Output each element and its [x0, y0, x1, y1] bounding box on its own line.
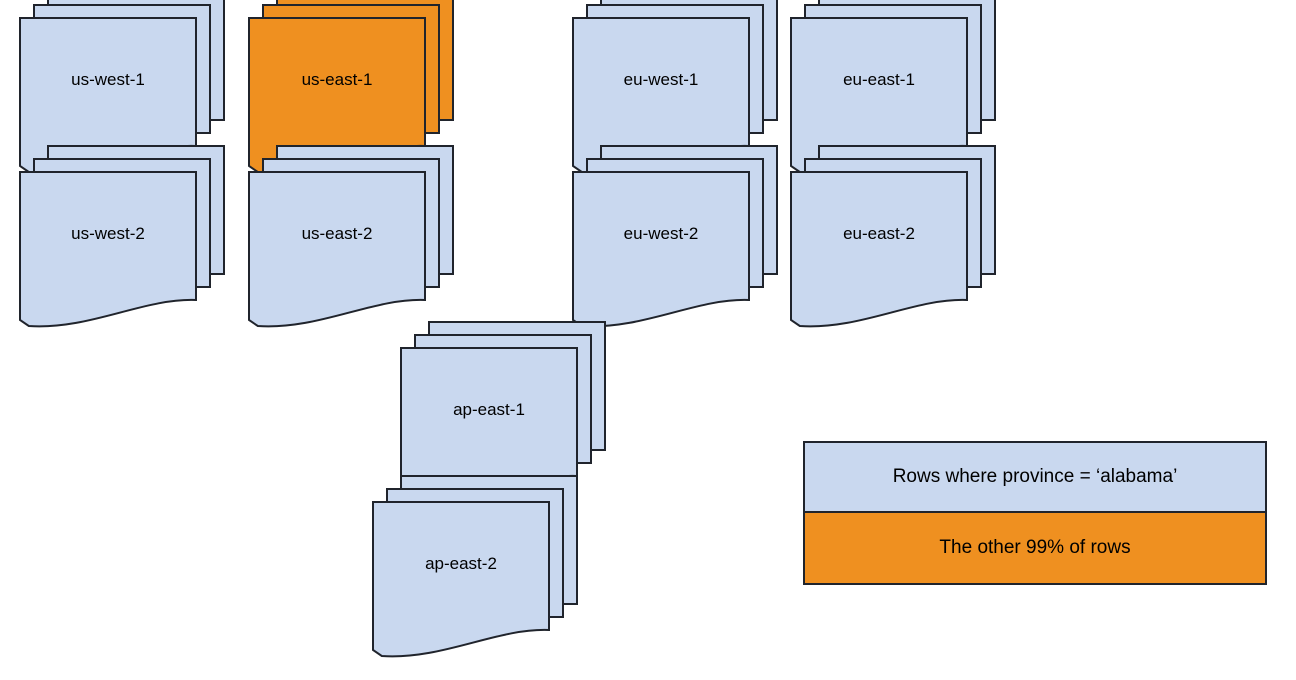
stack-sheet-us-east-2-3: [248, 171, 426, 328]
stack-sheet-eu-east-2-3: [790, 171, 968, 328]
stack-sheet-ap-east-2-3: [372, 501, 550, 658]
legend-row-matched-rows: Rows where province = ‘alabama’: [805, 443, 1265, 513]
data-stack-eu-east-1[interactable]: [790, 0, 996, 174]
legend-row-other-rows: The other 99% of rows: [805, 513, 1265, 583]
data-stack-eu-east-2[interactable]: [790, 145, 996, 328]
data-stack-us-west-2[interactable]: [19, 145, 225, 328]
stack-sheet-eu-west-2-3: [572, 171, 750, 328]
data-stack-ap-east-1[interactable]: [400, 321, 606, 504]
data-stack-eu-west-2[interactable]: [572, 145, 778, 328]
data-stack-us-east-1[interactable]: [248, 0, 454, 174]
legend-label-matched-rows: Rows where province = ‘alabama’: [892, 466, 1178, 487]
legend-label-other-rows: The other 99% of rows: [939, 537, 1131, 558]
data-stack-us-west-1[interactable]: [19, 0, 225, 174]
data-stack-ap-east-2[interactable]: [372, 475, 578, 658]
legend: Rows where province = ‘alabama’ The othe…: [803, 441, 1267, 585]
data-stack-us-east-2[interactable]: [248, 145, 454, 328]
stack-sheet-us-west-2-3: [19, 171, 197, 328]
